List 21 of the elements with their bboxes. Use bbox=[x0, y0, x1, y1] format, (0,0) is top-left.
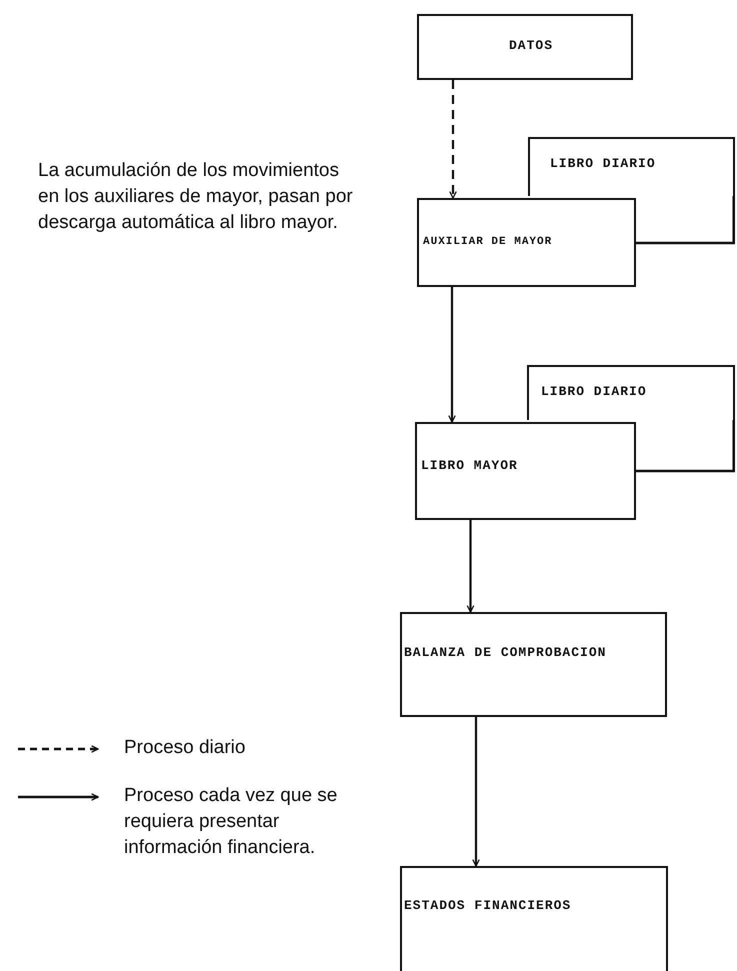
process-box bbox=[528, 137, 735, 196]
legend-text: Proceso cada vez que se requiera presentar información financiera. bbox=[124, 784, 338, 860]
process-box bbox=[415, 422, 636, 520]
box-label: LIBRO DIARIO bbox=[541, 384, 647, 399]
process-box bbox=[400, 866, 668, 971]
process-box bbox=[527, 365, 735, 420]
box-label: DATOS bbox=[509, 38, 554, 53]
box-label: BALANZA DE COMPROBACION bbox=[404, 644, 608, 662]
process-box bbox=[417, 198, 636, 287]
note-text: La acumulación de los movimientos en los auxiliares de mayor, pasan por descarga automática al libro mayor. bbox=[38, 159, 354, 235]
arrow bbox=[466, 520, 474, 613]
box-label: LIBRO MAYOR bbox=[421, 458, 518, 473]
process-box bbox=[417, 14, 633, 80]
process-box bbox=[400, 612, 667, 717]
box-label: LIBRO DIARIO bbox=[550, 156, 656, 171]
arrow bbox=[448, 287, 456, 423]
box-label: ESTADOS FINANCIEROS bbox=[404, 898, 572, 913]
arrow bbox=[449, 80, 457, 199]
box-label: AUXILIAR DE MAYOR bbox=[423, 236, 552, 248]
arrow bbox=[472, 717, 480, 867]
legend-text: Proceso diario bbox=[124, 736, 246, 760]
